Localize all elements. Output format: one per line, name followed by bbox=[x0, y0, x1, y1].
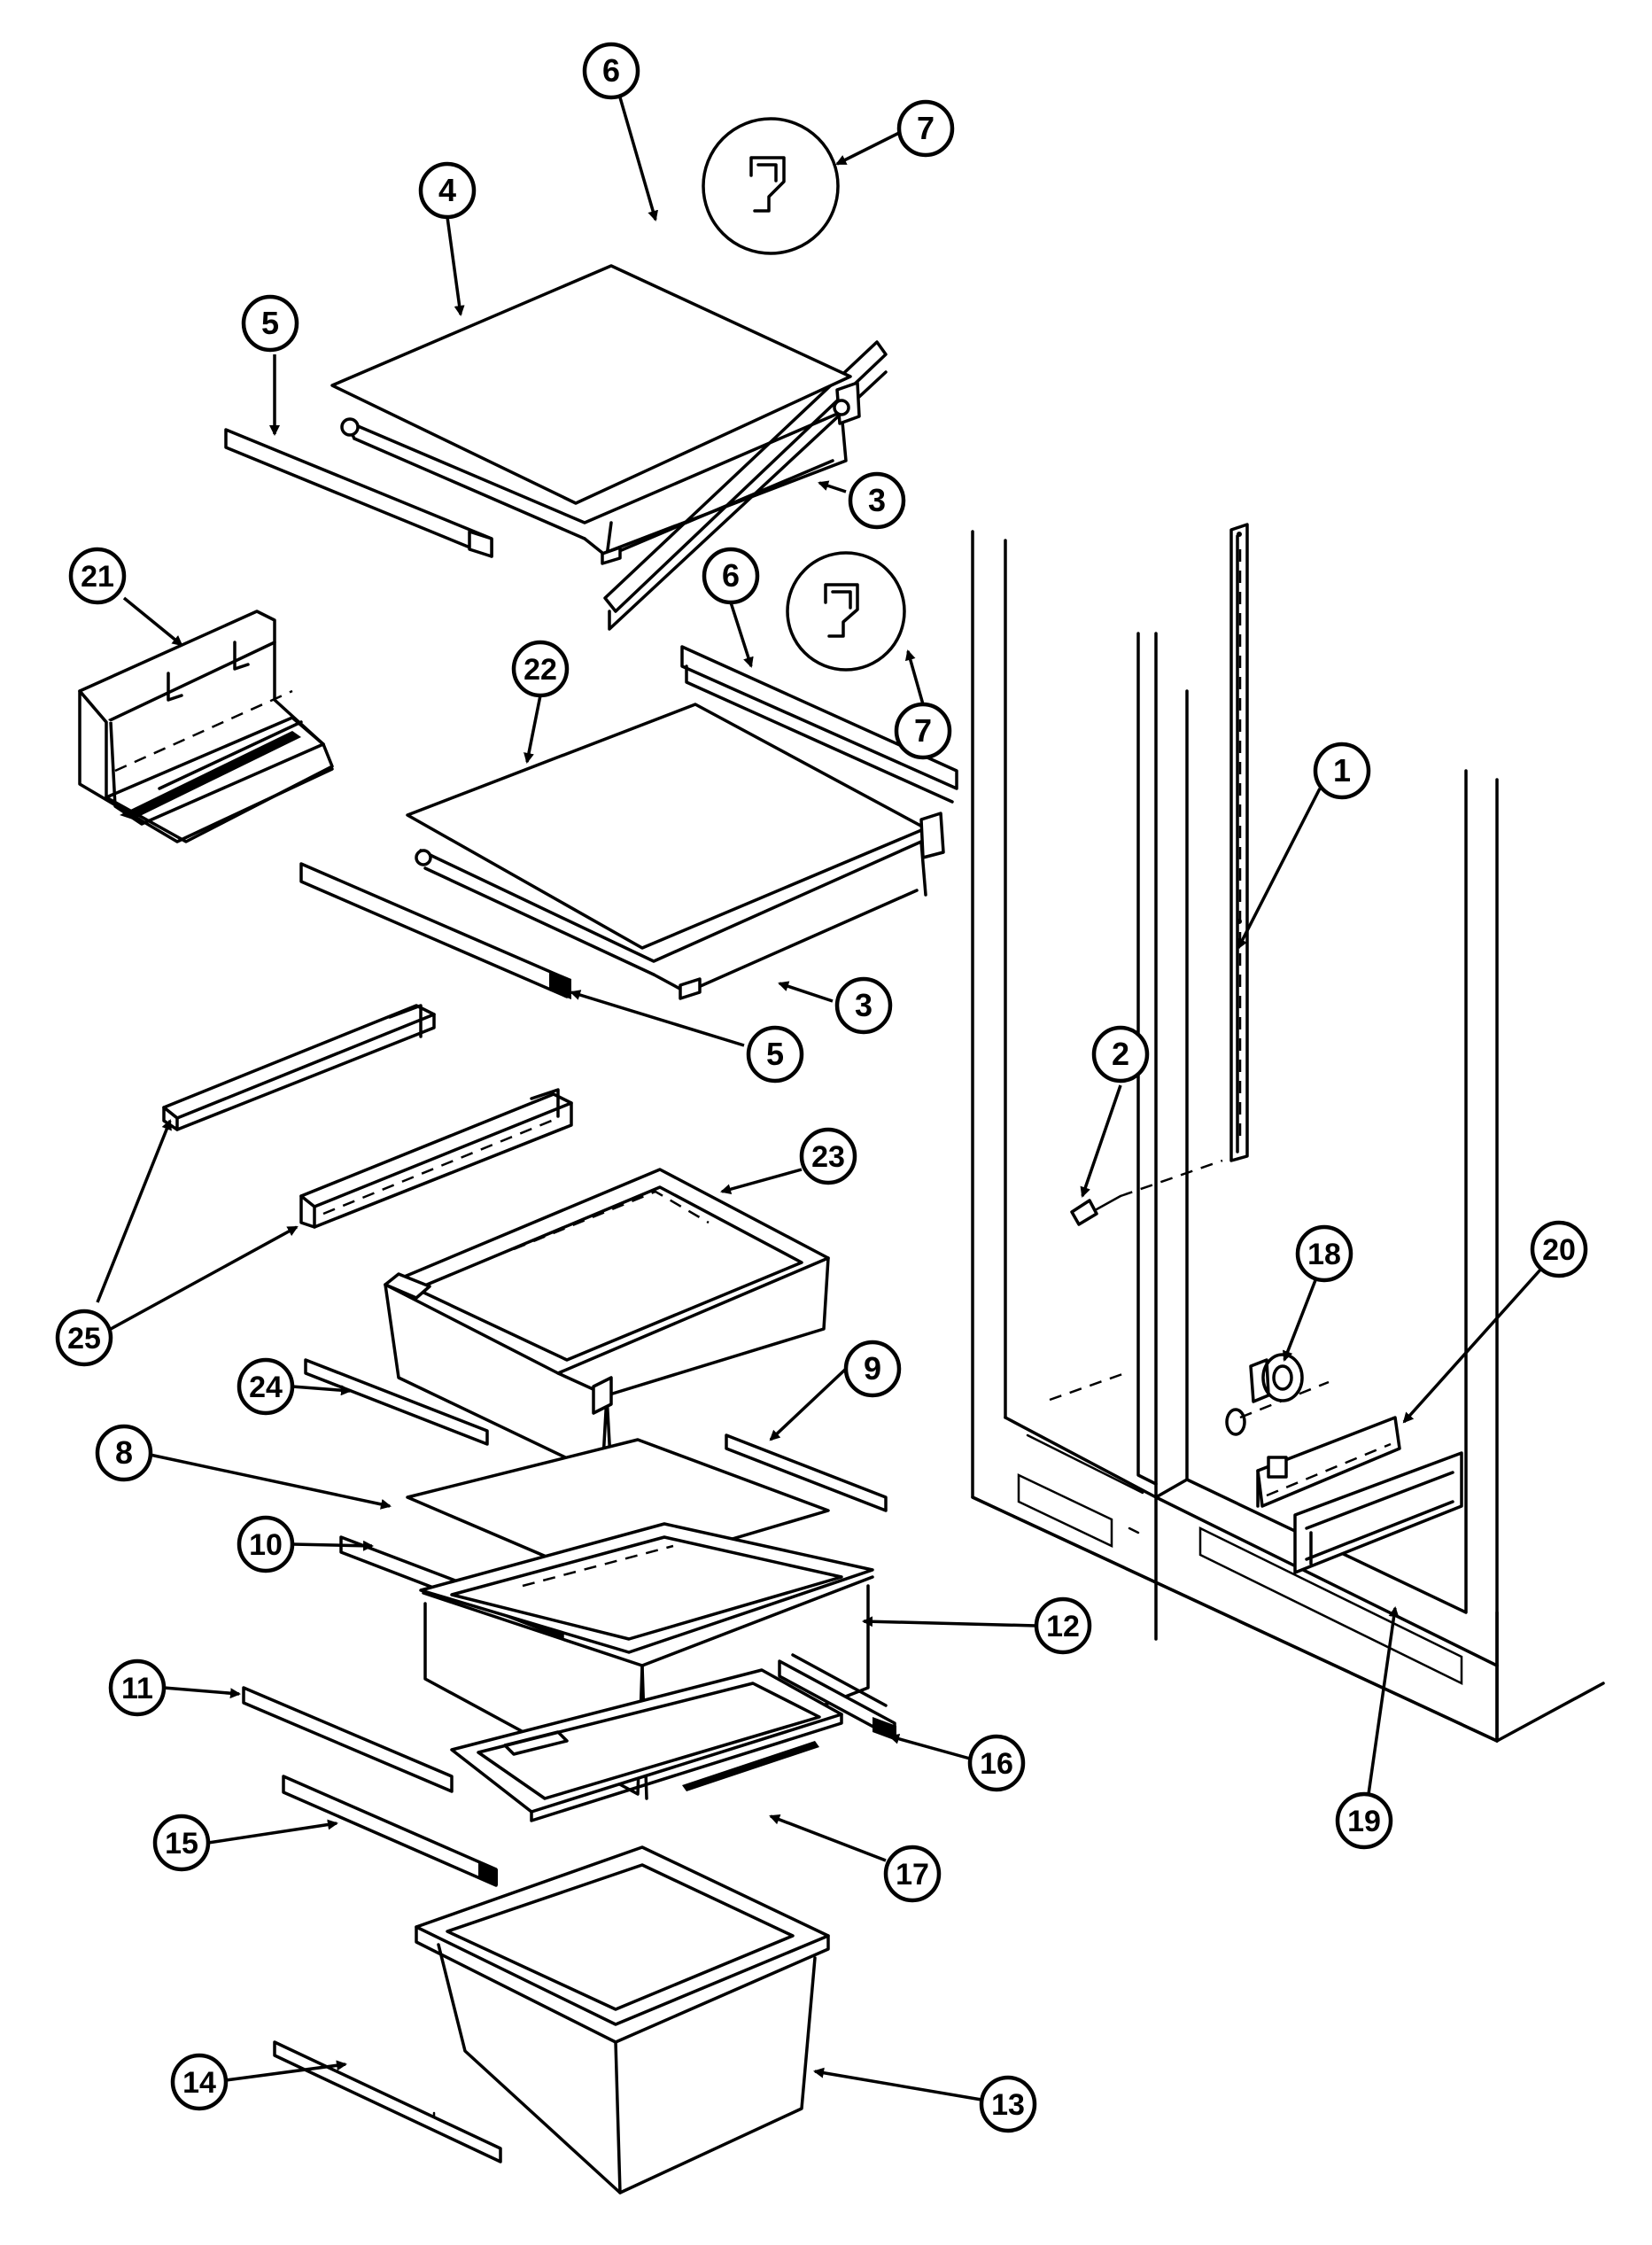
callout-11-label: 11 bbox=[121, 1672, 153, 1705]
part-5-front-trim-middle bbox=[299, 862, 571, 999]
part-20-control-housing bbox=[1256, 1416, 1401, 1508]
part-4-glass-shelf-upper bbox=[330, 264, 852, 505]
callout-9: 9 bbox=[843, 1340, 902, 1398]
part-19-control-cover bbox=[1293, 1451, 1463, 1574]
callout-24-label: 24 bbox=[249, 1371, 283, 1404]
callout-18: 18 bbox=[1295, 1224, 1353, 1283]
part-2-screw bbox=[1070, 1159, 1223, 1226]
callout-13-label: 13 bbox=[991, 2088, 1025, 2122]
callout-7-middle-label: 7 bbox=[914, 712, 932, 749]
callout-25-label: 25 bbox=[67, 1322, 101, 1356]
callout-18-label: 18 bbox=[1307, 1238, 1341, 1271]
callout-16-label: 16 bbox=[980, 1747, 1013, 1781]
part-23-crisper-drawer-upper bbox=[384, 1168, 830, 1477]
part-24-rail bbox=[304, 1358, 489, 1446]
callout-11: 11 bbox=[108, 1659, 167, 1717]
callout-7-middle: 7 bbox=[894, 702, 952, 760]
callout-14: 14 bbox=[170, 2053, 229, 2111]
callout-12-label: 12 bbox=[1046, 1610, 1080, 1643]
callout-13: 13 bbox=[979, 2075, 1037, 2133]
callout-16: 16 bbox=[967, 1734, 1026, 1792]
callout-21: 21 bbox=[68, 547, 127, 605]
part-5-front-trim-upper bbox=[224, 428, 493, 558]
callout-19-label: 19 bbox=[1347, 1805, 1381, 1838]
callout-8: 8 bbox=[95, 1424, 153, 1482]
part-1-shelf-ladder-rail bbox=[1229, 523, 1249, 1162]
callout-3-upper: 3 bbox=[848, 471, 906, 530]
callout-17-label: 17 bbox=[896, 1858, 929, 1892]
part-3-shelf-frame-upper bbox=[340, 381, 861, 565]
callout-1-label: 1 bbox=[1333, 752, 1351, 788]
part-15-rail bbox=[282, 1775, 498, 1887]
callout-25: 25 bbox=[55, 1309, 113, 1367]
callout-20-label: 20 bbox=[1542, 1233, 1576, 1267]
part-14-rail bbox=[273, 2040, 502, 2163]
callout-5-upper-label: 5 bbox=[261, 305, 279, 341]
part-9-rail bbox=[725, 1433, 888, 1512]
callout-23: 23 bbox=[799, 1127, 857, 1185]
callout-21-label: 21 bbox=[81, 560, 114, 594]
callout-5-middle: 5 bbox=[746, 1025, 804, 1084]
part-25-slide-rail-right bbox=[299, 1088, 573, 1229]
callout-6-middle-label: 6 bbox=[722, 557, 740, 594]
callout-15-label: 15 bbox=[165, 1827, 198, 1860]
callout-12: 12 bbox=[1034, 1596, 1092, 1655]
callout-10-label: 10 bbox=[249, 1528, 283, 1562]
callout-15: 15 bbox=[152, 1814, 211, 1872]
cabinet-liner bbox=[971, 530, 1605, 1743]
callout-6-upper-label: 6 bbox=[602, 52, 620, 89]
leader-lines bbox=[96, 97, 1543, 2101]
part-17-crisper-tray bbox=[450, 1668, 843, 1822]
part-8-crisper-cover-glass bbox=[406, 1438, 830, 1581]
callout-17: 17 bbox=[883, 1845, 942, 1903]
part-3-shelf-frame-middle bbox=[415, 812, 945, 1000]
callout-24: 24 bbox=[237, 1357, 295, 1416]
callout-3-upper-label: 3 bbox=[868, 482, 886, 518]
callout-5-middle-label: 5 bbox=[766, 1036, 784, 1072]
callout-2-label: 2 bbox=[1112, 1036, 1129, 1072]
callout-3-middle-label: 3 bbox=[855, 987, 873, 1023]
part-6-rear-trim-upper bbox=[603, 340, 888, 631]
callout-2: 2 bbox=[1091, 1025, 1150, 1084]
callout-1: 1 bbox=[1313, 742, 1371, 800]
callout-4-label: 4 bbox=[438, 172, 456, 208]
callout-10: 10 bbox=[237, 1515, 295, 1573]
part-6-rear-trim-lower bbox=[680, 645, 958, 804]
callout-6-middle: 6 bbox=[702, 547, 760, 605]
callout-7-upper-label: 7 bbox=[917, 110, 935, 146]
callout-4: 4 bbox=[418, 161, 477, 220]
part-7-clip-inset-lower bbox=[786, 551, 906, 672]
callout-9-label: 9 bbox=[864, 1350, 881, 1387]
part-7-clip-inset-upper bbox=[702, 117, 840, 255]
part-21-dairy-bin bbox=[78, 610, 334, 843]
part-25-slide-rail-left bbox=[162, 1004, 436, 1131]
callout-23-label: 23 bbox=[811, 1140, 845, 1174]
callout-7-upper: 7 bbox=[896, 99, 955, 158]
callout-22-label: 22 bbox=[524, 653, 557, 687]
callout-5-upper: 5 bbox=[241, 294, 299, 353]
callout-14-label: 14 bbox=[182, 2066, 216, 2100]
part-13-meat-pan bbox=[415, 1845, 830, 2195]
callout-6-upper: 6 bbox=[582, 42, 640, 100]
callout-8-label: 8 bbox=[115, 1434, 133, 1471]
part-18-control-knob bbox=[1225, 1353, 1304, 1436]
callout-22: 22 bbox=[511, 640, 570, 698]
callout-3-middle: 3 bbox=[834, 976, 893, 1035]
callout-19: 19 bbox=[1335, 1791, 1393, 1850]
callout-20: 20 bbox=[1530, 1220, 1588, 1278]
part-11-rail bbox=[242, 1686, 454, 1793]
